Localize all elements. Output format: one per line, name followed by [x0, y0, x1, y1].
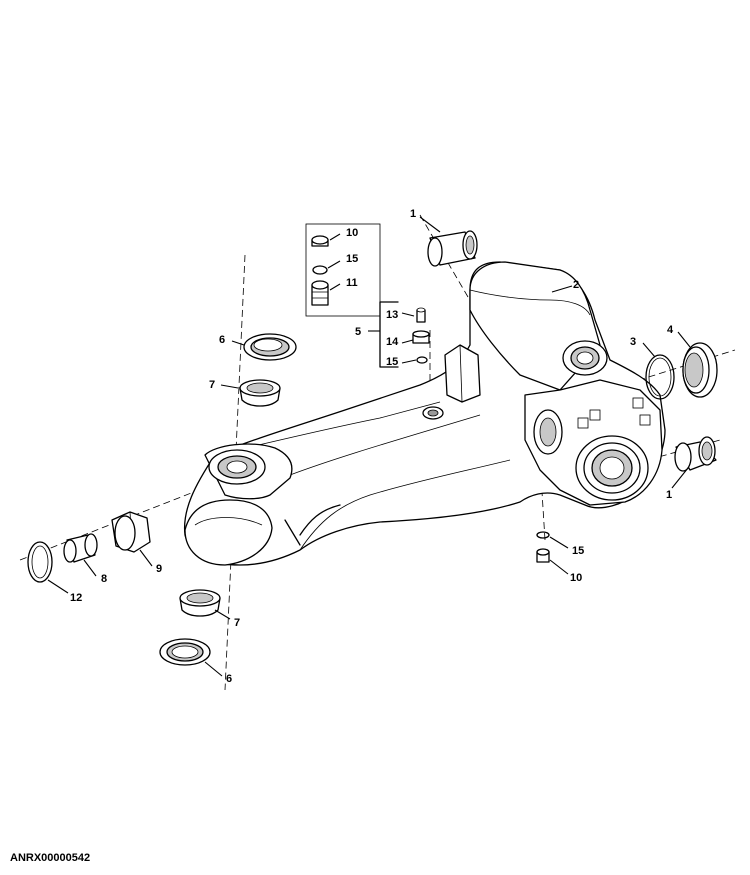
callout-15-inset: 15	[346, 253, 358, 265]
part-8-bushing	[63, 533, 98, 563]
callout-1-top: 1	[410, 208, 416, 220]
figure-id: ANRX00000542	[10, 852, 91, 864]
callout-14: 14	[386, 336, 399, 348]
callout-6-bottom: 6	[226, 673, 232, 685]
callout-5: 5	[355, 326, 361, 338]
part-7-bushing-top	[239, 379, 281, 407]
callout-15-group: 15	[386, 356, 398, 368]
part-7-bushing-bottom	[179, 589, 221, 617]
part-12-ring	[27, 541, 53, 583]
callout-labels: 1 2 3 4 5 6 7 13 14 15 10 15 11 1 15 10 …	[70, 208, 674, 685]
callout-10-bottom: 10	[570, 572, 582, 584]
callout-13: 13	[386, 309, 398, 321]
callout-15-bottom: 15	[572, 545, 584, 557]
leader-lines	[47, 216, 691, 677]
callout-4: 4	[667, 324, 674, 336]
callout-1-right: 1	[666, 489, 672, 501]
callout-6-top: 6	[219, 334, 225, 346]
callout-7-top: 7	[209, 379, 215, 391]
part-1-bushing-right	[674, 436, 717, 472]
inset-box	[305, 223, 381, 317]
part-3-o-ring	[645, 354, 675, 400]
axle-housing	[183, 261, 666, 566]
part-6-seal-bottom	[159, 638, 211, 666]
callout-9: 9	[156, 563, 162, 575]
part-1-bushing-top	[427, 230, 478, 267]
bottom-fitting	[536, 531, 550, 563]
callout-10-inset: 10	[346, 227, 358, 239]
part-4-seal	[682, 342, 718, 398]
callout-12: 12	[70, 592, 82, 604]
callout-2: 2	[573, 279, 579, 291]
callout-7-bottom: 7	[234, 617, 240, 629]
part-9-nut	[111, 511, 151, 553]
callout-3: 3	[630, 336, 636, 348]
part-6-seal-top	[243, 333, 297, 361]
fitting-group-5	[379, 301, 430, 368]
callout-11: 11	[346, 277, 358, 289]
callout-8: 8	[101, 573, 107, 585]
